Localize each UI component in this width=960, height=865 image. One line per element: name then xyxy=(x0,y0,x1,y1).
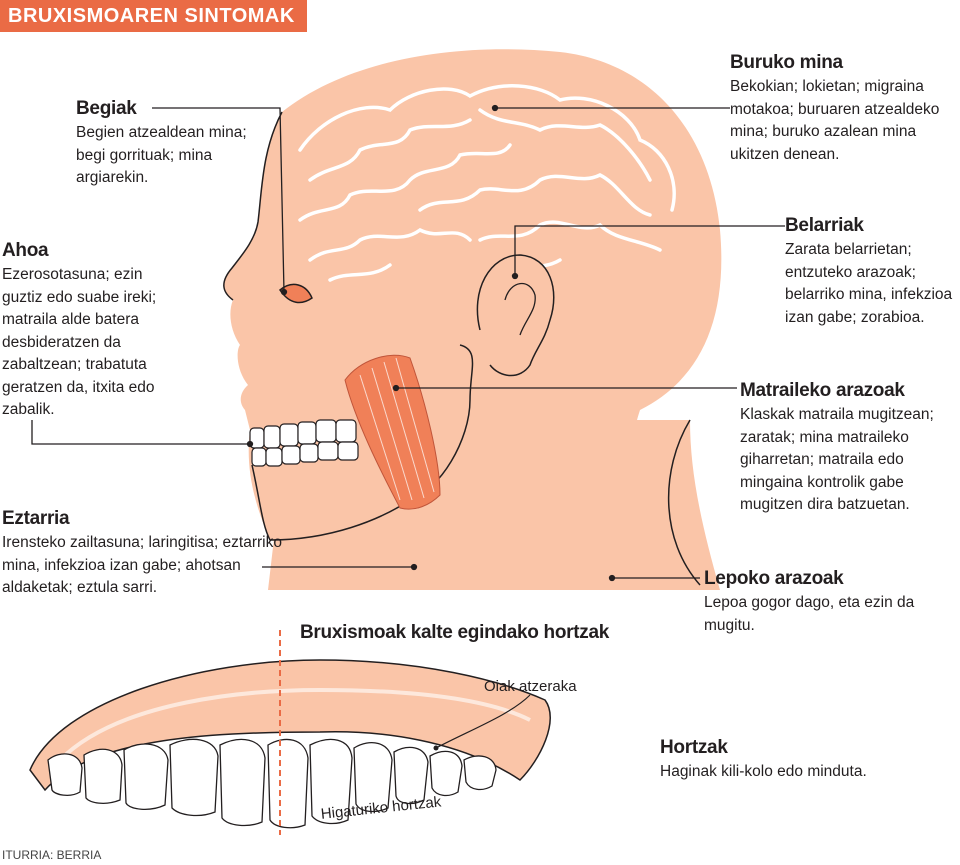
oiak-label: Oiak atzeraka xyxy=(484,678,577,695)
label-eztarria: Eztarria Irensteko zailtasuna; laringiti… xyxy=(2,508,292,600)
label-text: Bekokian; lokietan; migraina motakoa; bu… xyxy=(730,78,940,163)
teeth-section-title: Bruxismoak kalte egindako hortzak xyxy=(300,622,609,643)
teeth-side xyxy=(249,419,359,467)
page-title: BRUXISMOAREN SINTOMAK xyxy=(0,0,307,32)
label-title: Ahoa xyxy=(2,240,49,261)
face-outline xyxy=(223,111,283,301)
label-title: Matraileko arazoak xyxy=(740,380,905,401)
label-belarriak: Belarriak Zarata belarrietan; entzuteko … xyxy=(785,215,955,329)
label-title: Belarriak xyxy=(785,215,864,236)
label-begiak: Begiak Begien atzealdean mina; begi gorr… xyxy=(76,98,266,190)
source-credit: ITURRIA: BERRIA xyxy=(2,848,102,862)
leader-lines xyxy=(31,104,785,582)
label-buruko-mina: Buruko mina Bekokian; lokietan; migraina… xyxy=(730,52,945,166)
label-title: Hortzak xyxy=(660,737,728,758)
label-lepoko: Lepoko arazoak Lepoa gogor dago, eta ezi… xyxy=(704,568,934,637)
label-title: Buruko mina xyxy=(730,52,843,73)
eye xyxy=(279,283,313,304)
label-text: Haginak kili-kolo edo minduta. xyxy=(660,763,867,780)
label-ahoa: Ahoa Ezerosotasuna; ezin guztiz edo suab… xyxy=(2,240,182,422)
label-hortzak: Hortzak Haginak kili-kolo edo minduta. xyxy=(660,737,920,784)
label-matraileko: Matraileko arazoak Klaskak matraila mugi… xyxy=(740,380,952,517)
label-text: Lepoa gogor dago, eta ezin da mugitu. xyxy=(704,594,915,634)
label-text: Irensteko zailtasuna; laringitisa; eztar… xyxy=(2,534,282,596)
label-text: Zarata belarrietan; entzuteko arazoak; b… xyxy=(785,241,953,326)
label-title: Eztarria xyxy=(2,508,70,529)
label-title: Begiak xyxy=(76,98,137,119)
neck-line xyxy=(667,419,701,586)
teeth-arch xyxy=(47,738,497,829)
ear xyxy=(476,254,555,377)
label-text: Klaskak matraila mugitzean; zaratak; min… xyxy=(740,406,934,513)
label-text: Ezerosotasuna; ezin guztiz edo suabe ire… xyxy=(2,266,157,418)
oiak-pointer xyxy=(435,694,531,749)
label-text: Begien atzealdean mina; begi gorrituak; … xyxy=(76,124,247,186)
label-title: Lepoko arazoak xyxy=(704,568,844,589)
